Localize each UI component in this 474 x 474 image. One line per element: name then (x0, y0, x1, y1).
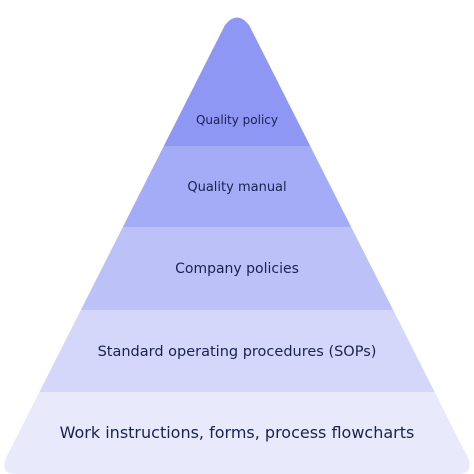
label-work-instructions: Work instructions, forms, process flowch… (59, 423, 415, 442)
label-sops: Standard operating procedures (SOPs) (97, 344, 377, 360)
pyramid-level-work-instructions (4, 392, 470, 474)
pyramid-level-sops (4, 310, 470, 392)
label-quality-policy: Quality policy (195, 113, 279, 127)
label-quality-manual: Quality manual (187, 180, 287, 195)
label-company-policies: Company policies (175, 261, 299, 277)
